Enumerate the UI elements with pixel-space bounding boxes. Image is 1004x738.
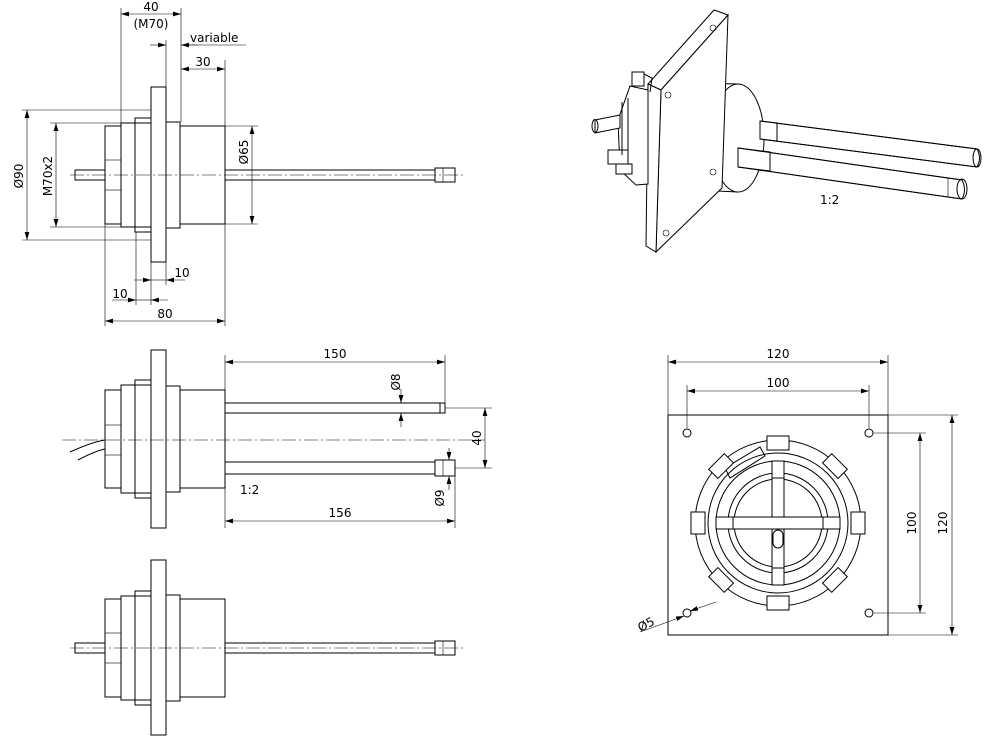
dim-variable-label: variable: [190, 31, 238, 45]
dim-120-top-label: 120: [767, 347, 790, 361]
dim-phi5-label: Ø5: [635, 614, 657, 634]
dim-m70-label: (M70): [134, 17, 169, 31]
dim-40-side-label: 40: [470, 430, 484, 445]
side-view: 150 Ø8 40 1:2 Ø9 156: [62, 347, 492, 529]
dim-150-label: 150: [324, 347, 347, 361]
dim-156-label: 156: [329, 506, 352, 520]
iso-scale-label: 1:2: [820, 193, 839, 207]
dim-phi9-label: Ø9: [433, 489, 447, 506]
dim-10a-label: 10: [112, 287, 127, 301]
dim-80-label: 80: [157, 307, 172, 321]
isometric-view: 1:2: [591, 9, 982, 254]
side-scale-label: 1:2: [240, 483, 259, 497]
dim-100-top-label: 100: [767, 376, 790, 390]
dim-120-side-label: 120: [936, 512, 950, 535]
dim-40-label: 40: [143, 0, 158, 14]
dim-m70x2-label: M70x2: [41, 156, 55, 196]
bottom-view: [70, 559, 465, 736]
dim-phi90-label: Ø90: [12, 164, 26, 189]
front-view: 120 100 100 120 Ø5: [635, 347, 958, 636]
dim-100-side-label: 100: [905, 512, 919, 535]
dim-10b-label: 10: [174, 266, 189, 280]
top-view: 40 (M70) variable 30 Ø90 M70x2 Ø65 10: [12, 0, 465, 326]
dim-30-label: 30: [195, 55, 210, 69]
dim-phi8-label: Ø8: [389, 373, 403, 390]
dim-phi65-label: Ø65: [237, 140, 251, 165]
